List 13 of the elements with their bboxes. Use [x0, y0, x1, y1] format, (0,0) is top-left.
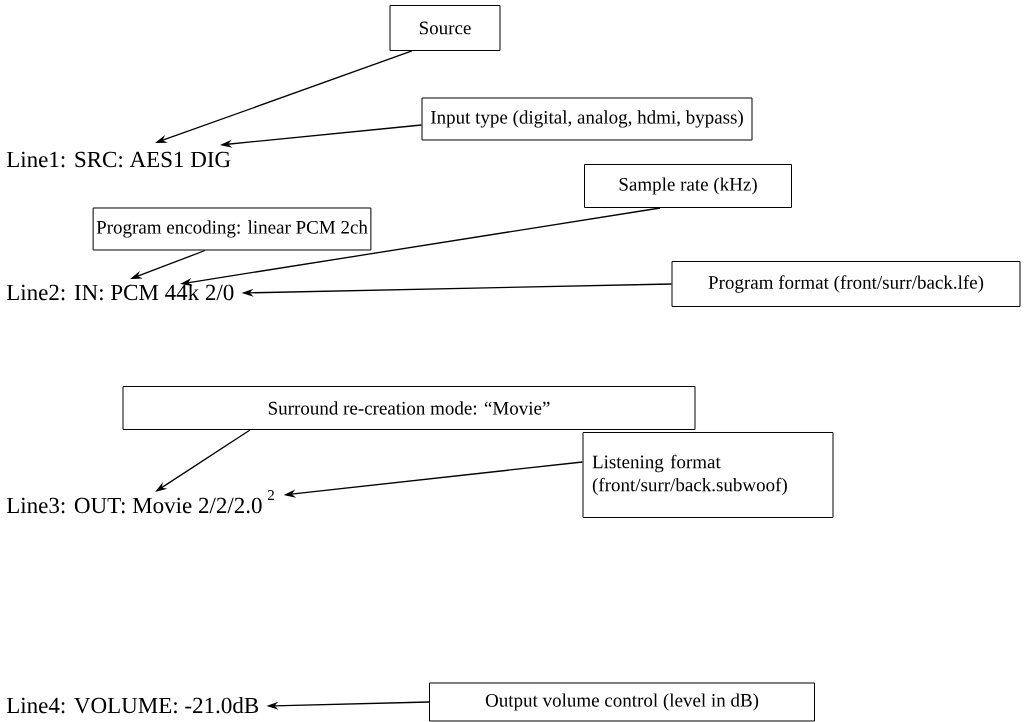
label-box: Input type (digital, analog, hdmi, bypass) — [421, 97, 753, 141]
label-box: Surround re-creation mode: “Movie” — [122, 386, 696, 430]
label-box: Program encoding: linear PCM 2ch — [92, 207, 372, 251]
footnote-mark: 2 — [267, 490, 274, 500]
label-box: Program format (front/surr/back.lfe) — [671, 261, 1021, 307]
label-box: Source — [389, 5, 501, 51]
label-box: Listening format (front/surr/back.subwoof) — [582, 432, 834, 518]
display-line: Line4: VOLUME: -21.0dB — [6, 697, 259, 714]
display-line: Line1: SRC: AES1 DIG — [6, 151, 231, 168]
label-box: Sample rate (kHz) — [584, 164, 792, 208]
label-box: Output volume control (level in dB) — [429, 682, 815, 722]
display-line: Line3: OUT: Movie 2/2/2.0 — [6, 497, 262, 514]
display-line: Line2: IN: PCM 44k 2/0 — [6, 284, 234, 301]
